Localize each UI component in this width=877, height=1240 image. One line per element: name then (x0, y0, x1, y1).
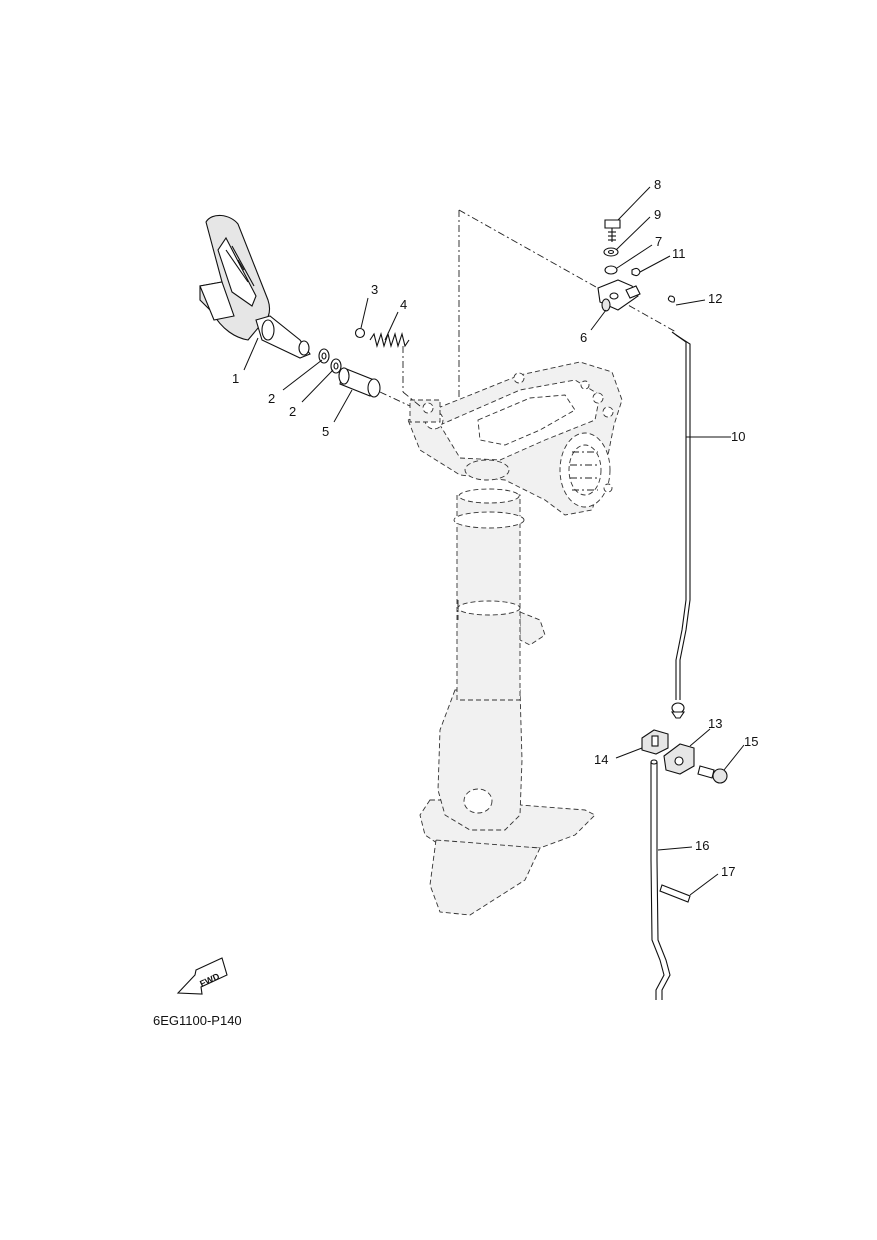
callout-10: 10 (731, 429, 745, 444)
detent-ball-part (354, 327, 366, 339)
callout-2b: 2 (289, 404, 296, 419)
bracket-hardware-group (597, 219, 676, 312)
callout-15: 15 (744, 734, 758, 749)
spring-part (369, 332, 421, 407)
shift-lever-part (199, 214, 311, 359)
callout-7: 7 (655, 234, 662, 249)
callout-17: 17 (721, 864, 735, 879)
drive-shaft-housing-outline (407, 209, 677, 916)
lower-shift-rod-part (650, 759, 691, 1000)
callout-14: 14 (594, 752, 608, 767)
callout-5: 5 (322, 424, 329, 439)
callout-16: 16 (695, 838, 709, 853)
callout-4: 4 (400, 297, 407, 312)
sleeve-part (338, 367, 411, 407)
washer-part (318, 348, 342, 374)
drawing-code: 6EG1100-P140 (153, 1013, 242, 1028)
callout-9: 9 (654, 207, 661, 222)
callout-13: 13 (708, 716, 722, 731)
callout-11: 11 (672, 246, 686, 261)
callout-labels: 1 2 2 3 4 5 6 7 8 9 10 11 12 13 14 15 16… (232, 177, 758, 879)
callout-2a: 2 (268, 391, 275, 406)
callout-12: 12 (708, 291, 722, 306)
callout-3: 3 (371, 282, 378, 297)
rod-connector-group (641, 729, 728, 784)
leader-lines (243, 186, 745, 896)
callout-8: 8 (654, 177, 661, 192)
callout-6: 6 (580, 330, 587, 345)
fwd-direction-arrow: FWD (176, 957, 228, 995)
upper-shift-rod-part (670, 331, 691, 719)
callout-1: 1 (232, 371, 239, 386)
